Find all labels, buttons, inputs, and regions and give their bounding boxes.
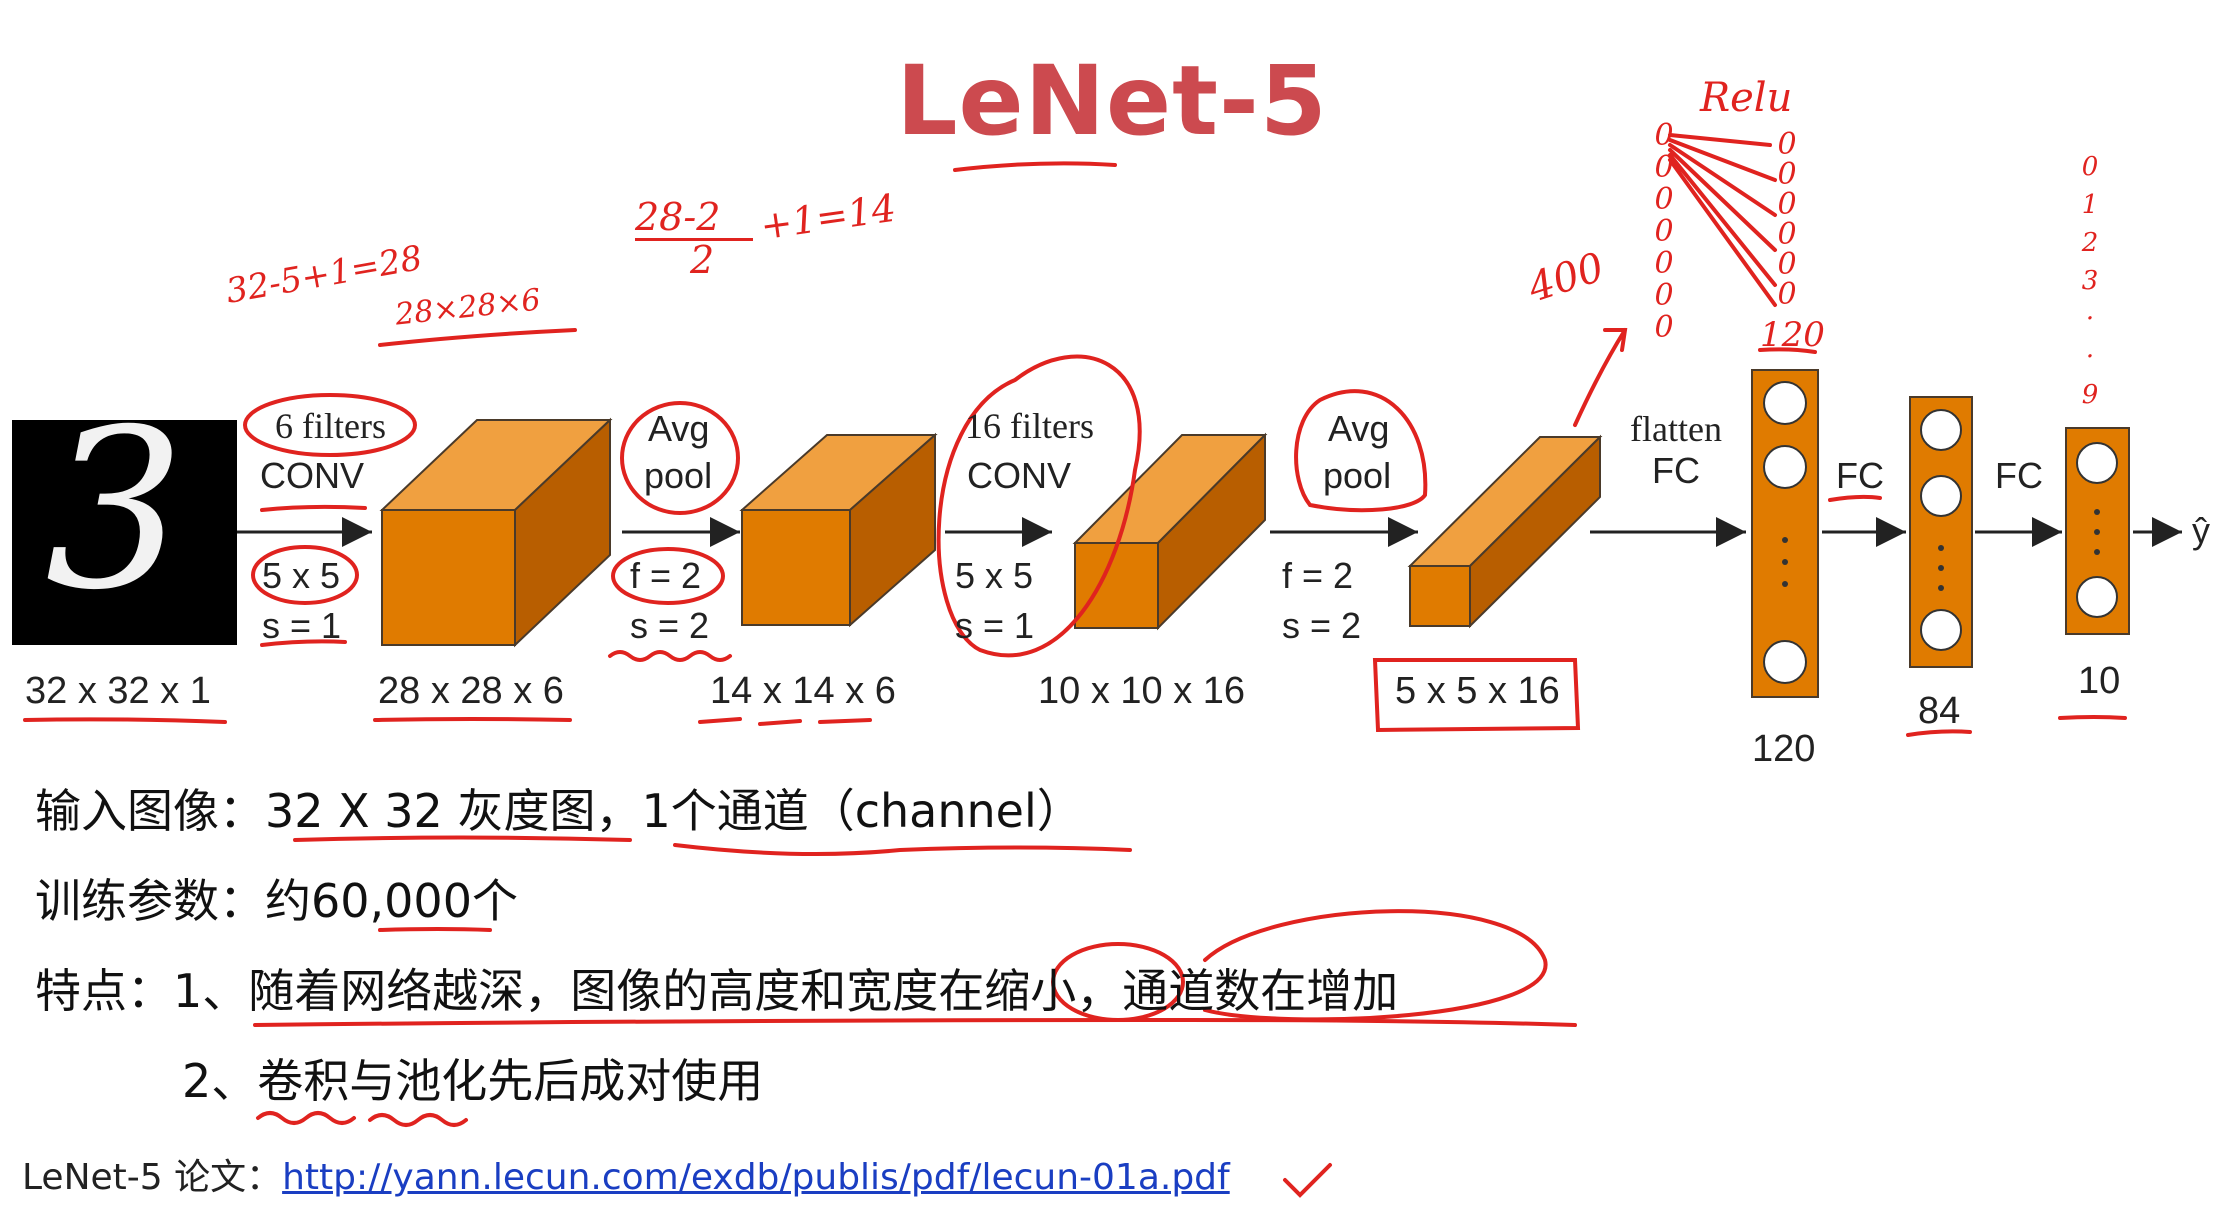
fc-label: FC bbox=[1652, 450, 1700, 491]
volume2-dim-label: 14 x 14 x 6 bbox=[710, 670, 896, 712]
volume-28x28x6 bbox=[379, 417, 613, 648]
hw-120: 120 bbox=[1760, 315, 1825, 355]
layer1-filters-label: 6 filters bbox=[275, 406, 386, 446]
input-image bbox=[12, 420, 237, 645]
volume-5x5x16 bbox=[1407, 434, 1603, 629]
hw-calc-pool-bar bbox=[635, 238, 753, 241]
layer1-kernel-label: 5 x 5 bbox=[262, 555, 341, 596]
layer1-op-label: CONV bbox=[260, 455, 365, 496]
hw-output-digits: 0 1 2 3 · · 9 bbox=[2081, 152, 2099, 410]
layer3-kernel-label: 5 x 5 bbox=[955, 555, 1034, 596]
volume4-dim-label: 5 x 5 x 16 bbox=[1395, 670, 1560, 712]
paper-label: LeNet-5 论文： bbox=[22, 1157, 283, 1198]
output-yhat: ŷ bbox=[2192, 510, 2210, 551]
fc-layer-84 bbox=[1909, 396, 1973, 668]
note-input-label: 输入图像： bbox=[35, 784, 265, 838]
note-features-2: 2、卷积与池化先后成对使用 bbox=[182, 1045, 763, 1111]
layer2-filter-label: f = 2 bbox=[630, 555, 702, 596]
note-features-2-text: 2、卷积与池化先后成对使用 bbox=[182, 1054, 764, 1108]
layer4-op-label: pool bbox=[1323, 455, 1392, 496]
layer2-pool-type-label: Avg bbox=[648, 408, 710, 449]
paper-link[interactable]: http://yann.lecun.com/exdb/publis/pdf/le… bbox=[282, 1157, 1230, 1198]
input-dim-label: 32 x 32 x 1 bbox=[25, 670, 211, 712]
layer3-op-label: CONV bbox=[967, 455, 1072, 496]
hw-col-left: 0 0 0 0 0 0 0 bbox=[1654, 118, 1674, 345]
layer4-filter-label: f = 2 bbox=[1282, 555, 1354, 596]
flatten-label: flatten bbox=[1630, 409, 1722, 449]
fc3-label: FC bbox=[1995, 455, 2043, 496]
volume-10x10x16 bbox=[1072, 432, 1268, 631]
fc-layer-120 bbox=[1751, 369, 1819, 698]
handwritten-annotations bbox=[23, 133, 2127, 1198]
hw-calc-pool-den: 2 bbox=[690, 238, 715, 282]
fc2-label: FC bbox=[1836, 455, 1884, 496]
fc-size-120: 120 bbox=[1752, 728, 1816, 770]
input-digit: 3 bbox=[45, 382, 185, 638]
note-params-label: 训练参数： bbox=[35, 874, 265, 928]
note-params-text: 约60,000个 bbox=[265, 874, 518, 928]
volume-14x14x6 bbox=[739, 432, 938, 628]
hw-relu: Relu bbox=[1700, 75, 1793, 121]
paper-reference: LeNet-5 论文：http://yann.lecun.com/exdb/pu… bbox=[22, 1148, 1230, 1200]
note-input-text: 32 X 32 灰度图，1个通道（channel） bbox=[265, 784, 1083, 838]
note-features-label: 特点： bbox=[35, 964, 173, 1018]
layer2-stride-label: s = 2 bbox=[630, 605, 710, 646]
output-layer-10 bbox=[2065, 427, 2130, 635]
hw-calc-pool-num: 28-2 bbox=[635, 195, 721, 239]
hw-col-right: 0 0 0 0 0 0 bbox=[1777, 127, 1797, 312]
layer4-pool-type-label: Avg bbox=[1328, 408, 1390, 449]
volume3-dim-label: 10 x 10 x 16 bbox=[1038, 670, 1246, 712]
layer1-stride-label: s = 1 bbox=[262, 605, 342, 646]
layer4-stride-label: s = 2 bbox=[1282, 605, 1362, 646]
layer2-op-label: pool bbox=[644, 455, 713, 496]
page-title: LeNet-5 bbox=[896, 45, 1328, 157]
layer3-filters-label: 16 filters bbox=[965, 406, 1094, 446]
note-params: 训练参数：约60,000个 bbox=[35, 865, 518, 931]
fc-size-84: 84 bbox=[1918, 690, 1961, 732]
note-features-text: 1、随着网络越深，图像的高度和宽度在缩小，通道数在增加 bbox=[173, 964, 1399, 1018]
note-features: 特点：1、随着网络越深，图像的高度和宽度在缩小，通道数在增加 bbox=[35, 955, 1398, 1021]
fc-size-10: 10 bbox=[2078, 660, 2121, 702]
note-input: 输入图像：32 X 32 灰度图，1个通道（channel） bbox=[35, 775, 1083, 841]
volume1-dim-label: 28 x 28 x 6 bbox=[378, 670, 564, 712]
layer3-stride-label: s = 1 bbox=[955, 605, 1035, 646]
